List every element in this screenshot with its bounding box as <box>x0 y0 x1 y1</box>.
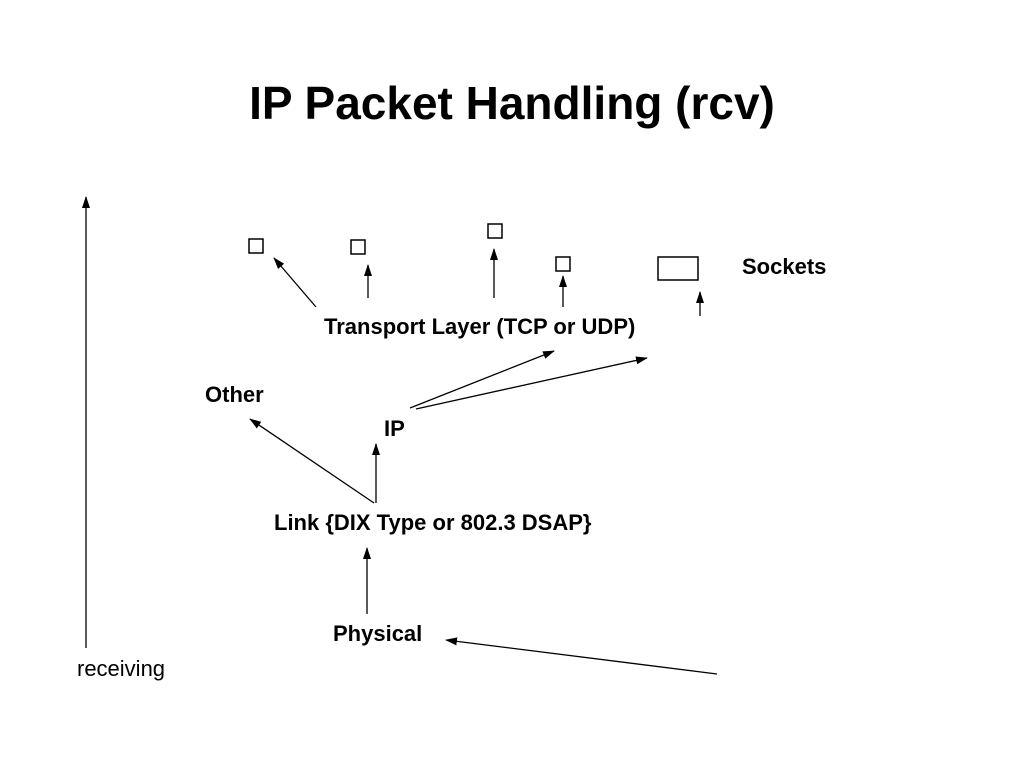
socket-box-3 <box>487 223 503 239</box>
slide-title: IP Packet Handling (rcv) <box>249 77 775 129</box>
physical-label: Physical <box>333 621 423 646</box>
arrow-transport-socket-1 <box>273 257 317 308</box>
arrow-link-other <box>249 418 375 504</box>
link-label: Link {DIX Type or 802.3 DSAP} <box>274 510 592 535</box>
receiving-label: receiving <box>77 656 166 681</box>
socket-box-2 <box>350 239 366 255</box>
socket-box-5 <box>657 256 699 281</box>
socket-box-4 <box>555 256 571 272</box>
socket-box-1 <box>248 238 264 254</box>
arrow-incoming-physical <box>445 637 718 675</box>
arrow-ip-transport-2 <box>415 356 648 410</box>
transport-layer-label: Transport Layer (TCP or UDP) <box>324 314 636 339</box>
other-label: Other <box>205 382 264 407</box>
sockets-label: Sockets <box>742 254 827 279</box>
arrow-ip-transport-1 <box>409 350 555 409</box>
ip-label: IP <box>384 416 405 441</box>
